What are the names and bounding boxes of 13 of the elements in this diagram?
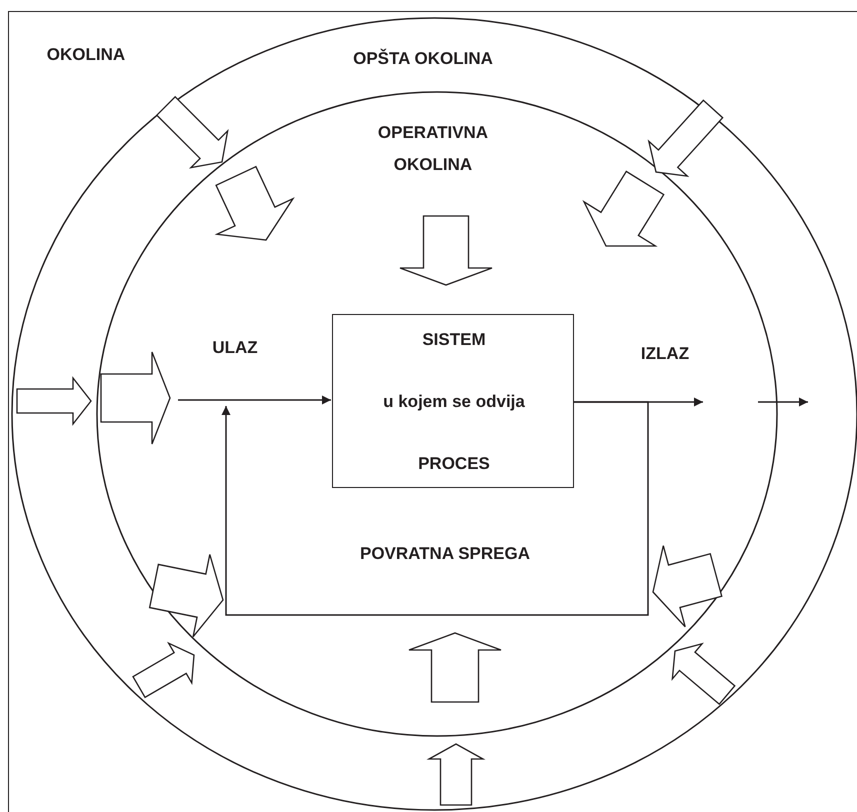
region-label: OPŠTA OKOLINA (352, 48, 494, 70)
inner-circle (96, 91, 778, 737)
box-heading: SISTEM (421, 329, 487, 351)
arrow (178, 396, 331, 404)
region-label: OKOLINA (46, 44, 126, 66)
feedback-arrow (222, 401, 649, 616)
box-text: u kojem se odvija (382, 391, 526, 413)
system-box (332, 314, 574, 488)
output-label: IZLAZ (640, 343, 690, 365)
region-label: OPERATIVNA OKOLINA (376, 122, 490, 176)
feedback-label: POVRATNA SPREGA (358, 543, 532, 565)
box-heading: PROCES (417, 453, 491, 475)
input-label: ULAZ (211, 337, 259, 359)
